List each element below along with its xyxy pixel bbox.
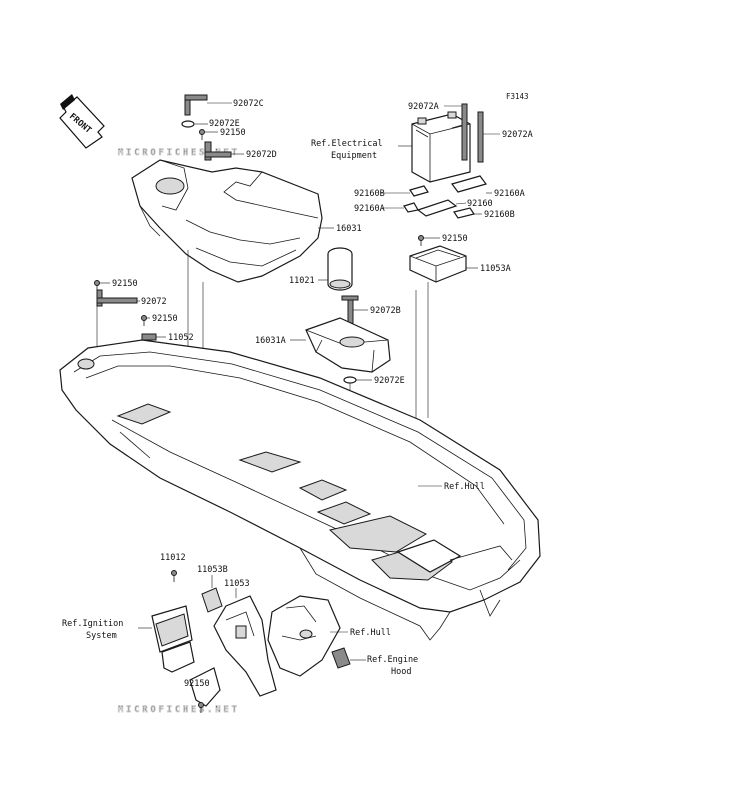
bracket-plate [189, 667, 221, 707]
label-ref-engine-2: Hood [391, 667, 411, 677]
ignition-unit [151, 605, 195, 673]
pad-92160b-2 [453, 207, 475, 219]
pad-92160b-1 [409, 185, 429, 197]
label-ref-hull-1: Ref.Hull [444, 482, 485, 492]
strap-92072c [184, 94, 208, 116]
screw-92150-d [418, 235, 424, 246]
label-ref-engine-1: Ref.Engine [367, 655, 418, 665]
strap-92072a-1 [461, 103, 468, 161]
watermark-top: MICROFICHES.NET [118, 148, 240, 158]
pad-92160a-1 [450, 175, 488, 193]
label-ref-ignition-2: System [86, 631, 117, 641]
label-16031a: 16031A [255, 336, 286, 346]
screw-11012 [171, 570, 177, 582]
label-92150-a: 92150 [220, 128, 246, 138]
hull [59, 339, 541, 641]
label-ref-electrical-2: Equipment [331, 151, 377, 161]
engine-hood-latch [331, 647, 351, 669]
bracket-11052 [141, 333, 157, 341]
strap-92072d [204, 141, 232, 161]
washer-92072e-top [181, 120, 195, 128]
strap-92072a-2 [477, 111, 484, 163]
holder-16031a [305, 317, 391, 373]
label-92072: 92072 [141, 297, 167, 307]
label-92072e-low: 92072E [374, 376, 405, 386]
bracket-11053b [201, 587, 223, 613]
label-ref-hull-2: Ref.Hull [350, 628, 391, 638]
strap-92072 [96, 289, 138, 307]
label-92160a-2: 92160A [354, 204, 385, 214]
label-11052: 11052 [168, 333, 194, 343]
watermark-bottom: MICROFICHES.NET [118, 705, 240, 715]
label-92160: 92160 [467, 199, 493, 209]
battery [411, 111, 471, 183]
label-92160b-1: 92160B [354, 189, 385, 199]
pad-92160a-2 [403, 202, 419, 213]
label-92150-d: 92150 [442, 234, 468, 244]
label-92150-c: 92150 [152, 314, 178, 324]
storage-tray-16031 [131, 159, 323, 283]
label-92150-b: 92150 [112, 279, 138, 289]
label-11053: 11053 [224, 579, 250, 589]
hull-rear-section [267, 595, 341, 677]
pad-92160 [416, 199, 458, 217]
screw-92150-e [198, 702, 204, 713]
label-11053a: 11053A [480, 264, 511, 274]
label-92072a-2: 92072A [502, 130, 533, 140]
label-11021: 11021 [289, 276, 315, 286]
label-ref-electrical-1: Ref.Electrical [311, 139, 383, 149]
label-11012: 11012 [160, 553, 186, 563]
cover-11053 [213, 595, 277, 697]
label-92150-e: 92150 [184, 679, 210, 689]
screw-92150-a [199, 129, 205, 140]
label-92072b: 92072B [370, 306, 401, 316]
figure-code: F3143 [506, 92, 529, 101]
screw-92150-c [141, 315, 147, 326]
label-92072c: 92072C [233, 99, 264, 109]
label-92072a-1: 92072A [408, 102, 439, 112]
label-ref-ignition-1: Ref.Ignition [62, 619, 123, 629]
screw-92150-b [94, 280, 100, 290]
label-92160a-1: 92160A [494, 189, 525, 199]
front-arrow-icon: FRONT [59, 94, 105, 149]
label-92160b-2: 92160B [484, 210, 515, 220]
container-11021 [327, 247, 353, 291]
label-11053b: 11053B [197, 565, 228, 575]
label-92072e-top: 92072E [209, 119, 240, 129]
battery-case-11053a [409, 245, 467, 283]
label-92072d: 92072D [246, 150, 277, 160]
washer-92072e-low [343, 376, 357, 384]
label-16031: 16031 [336, 224, 362, 234]
